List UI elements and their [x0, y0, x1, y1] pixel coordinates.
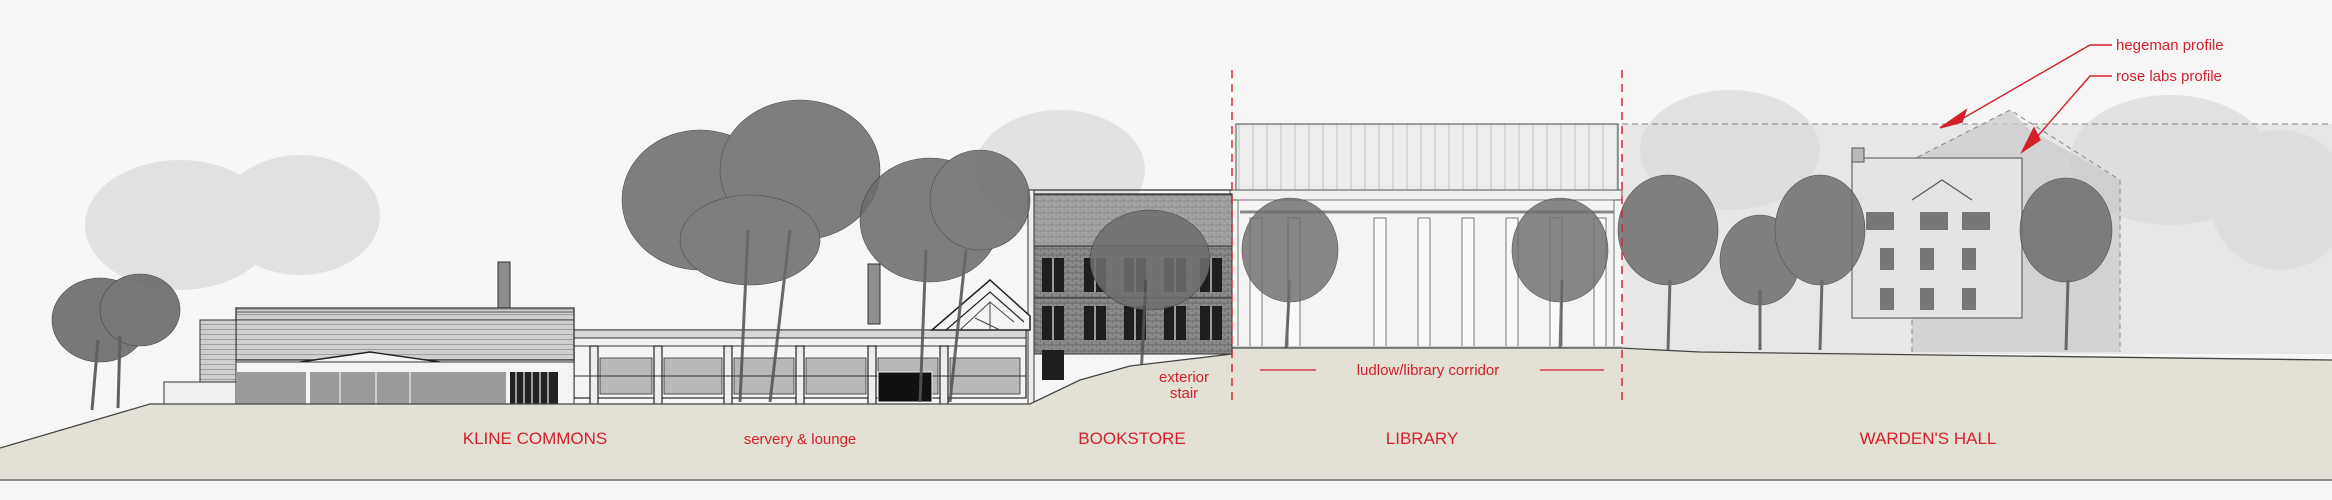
label-kline-commons: KLINE COMMONS [463, 429, 608, 448]
label-servery-lounge: servery & lounge [744, 431, 857, 448]
foreground-trees [51, 99, 2113, 411]
label-exterior-stair-line1: exterior [1159, 369, 1209, 386]
label-exterior-stair-line2: stair [1170, 385, 1198, 402]
servery-lounge-building [573, 279, 1031, 407]
ground-plane [0, 347, 2332, 481]
label-corridor: ludlow/library corridor [1357, 362, 1500, 379]
rose-labs-leader [2035, 75, 2112, 139]
kline-commons-building [163, 261, 881, 405]
label-rose-labs-profile: rose labs profile [2116, 68, 2222, 85]
label-bookstore: BOOKSTORE [1078, 429, 1185, 448]
wardens-hall-building [1851, 147, 2023, 319]
rose-labs-arrowhead [2020, 126, 2041, 155]
profile-leaders [1939, 44, 2112, 155]
hegeman-arrowhead [1939, 108, 1968, 129]
label-hegeman-profile: hegeman profile [2116, 37, 2224, 54]
label-wardens-hall: WARDEN'S HALL [1860, 429, 1997, 448]
hegeman-leader [1959, 44, 2112, 121]
label-library: LIBRARY [1386, 429, 1458, 448]
